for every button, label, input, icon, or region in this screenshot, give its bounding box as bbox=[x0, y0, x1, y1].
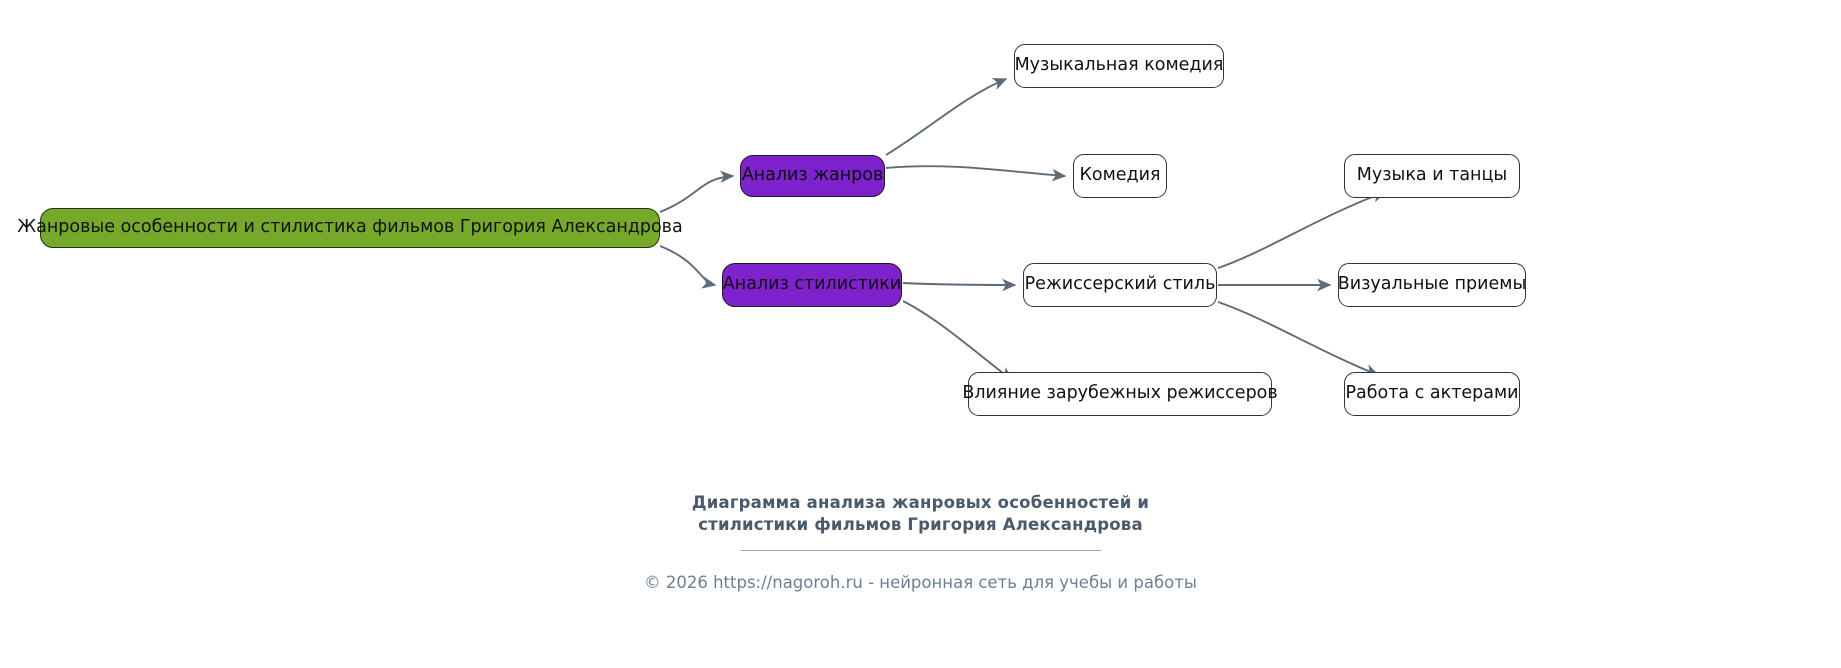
node-analiz-zhanrov[interactable]: Анализ жанров bbox=[740, 155, 885, 197]
diagram-title: Диаграмма анализа жанровых особенностей … bbox=[0, 492, 1841, 537]
edge-style-to-director-style bbox=[902, 278, 1017, 292]
edge-director-style-to-music-dance bbox=[1217, 190, 1387, 269]
node-label: Комедия bbox=[1079, 165, 1161, 186]
edge-root-to-genres bbox=[659, 170, 735, 213]
node-root[interactable]: Жанровые особенности и стилистика фильмо… bbox=[17, 208, 683, 248]
node-label: Визуальные приемы bbox=[1337, 274, 1527, 295]
diagram-title-line-2: стилистики фильмов Григория Александрова bbox=[698, 515, 1143, 535]
node-label: Анализ стилистики bbox=[722, 274, 902, 295]
caption-block: Диаграмма анализа жанровых особенностей … bbox=[0, 492, 1841, 592]
edge-genres-to-comedy bbox=[885, 165, 1067, 182]
caption-divider bbox=[740, 549, 1101, 551]
node-muzyka-i-tancy[interactable]: Музыка и танцы bbox=[1344, 154, 1520, 198]
node-label: Музыка и танцы bbox=[1356, 165, 1508, 186]
footer-credit: © 2026 https://nagoroh.ru - нейронная се… bbox=[644, 572, 1197, 592]
edge-genres-to-musical-comedy bbox=[885, 78, 1008, 156]
edge-director-style-to-actor-work bbox=[1217, 301, 1380, 377]
diagram-title-line-1: Диаграмма анализа жанровых особенностей … bbox=[691, 493, 1150, 512]
node-label: Влияние зарубежных режиссеров bbox=[962, 383, 1278, 404]
node-label: Жанровые особенности и стилистика фильмо… bbox=[17, 217, 683, 238]
node-muzykalnaya-komediya[interactable]: Музыкальная комедия bbox=[1014, 44, 1224, 88]
node-komediya[interactable]: Комедия bbox=[1073, 154, 1167, 198]
node-label: Работа с актерами bbox=[1345, 383, 1519, 404]
node-label: Музыкальная комедия bbox=[1014, 55, 1224, 76]
node-label: Анализ жанров bbox=[741, 165, 884, 186]
node-vliyanie-zarubezhnyh-rezhisserov[interactable]: Влияние зарубежных режиссеров bbox=[962, 372, 1278, 416]
node-analiz-stilistiki[interactable]: Анализ стилистики bbox=[722, 263, 902, 307]
node-vizualnye-priemy[interactable]: Визуальные приемы bbox=[1338, 263, 1526, 307]
node-rabota-s-akterami[interactable]: Работа с актерами bbox=[1344, 372, 1520, 416]
node-label: Режиссерский стиль bbox=[1024, 274, 1216, 295]
node-rezhisserskiy-stil[interactable]: Режиссерский стиль bbox=[1023, 263, 1217, 307]
edge-style-to-foreign-influence bbox=[902, 300, 1014, 381]
edge-root-to-style bbox=[659, 245, 717, 289]
